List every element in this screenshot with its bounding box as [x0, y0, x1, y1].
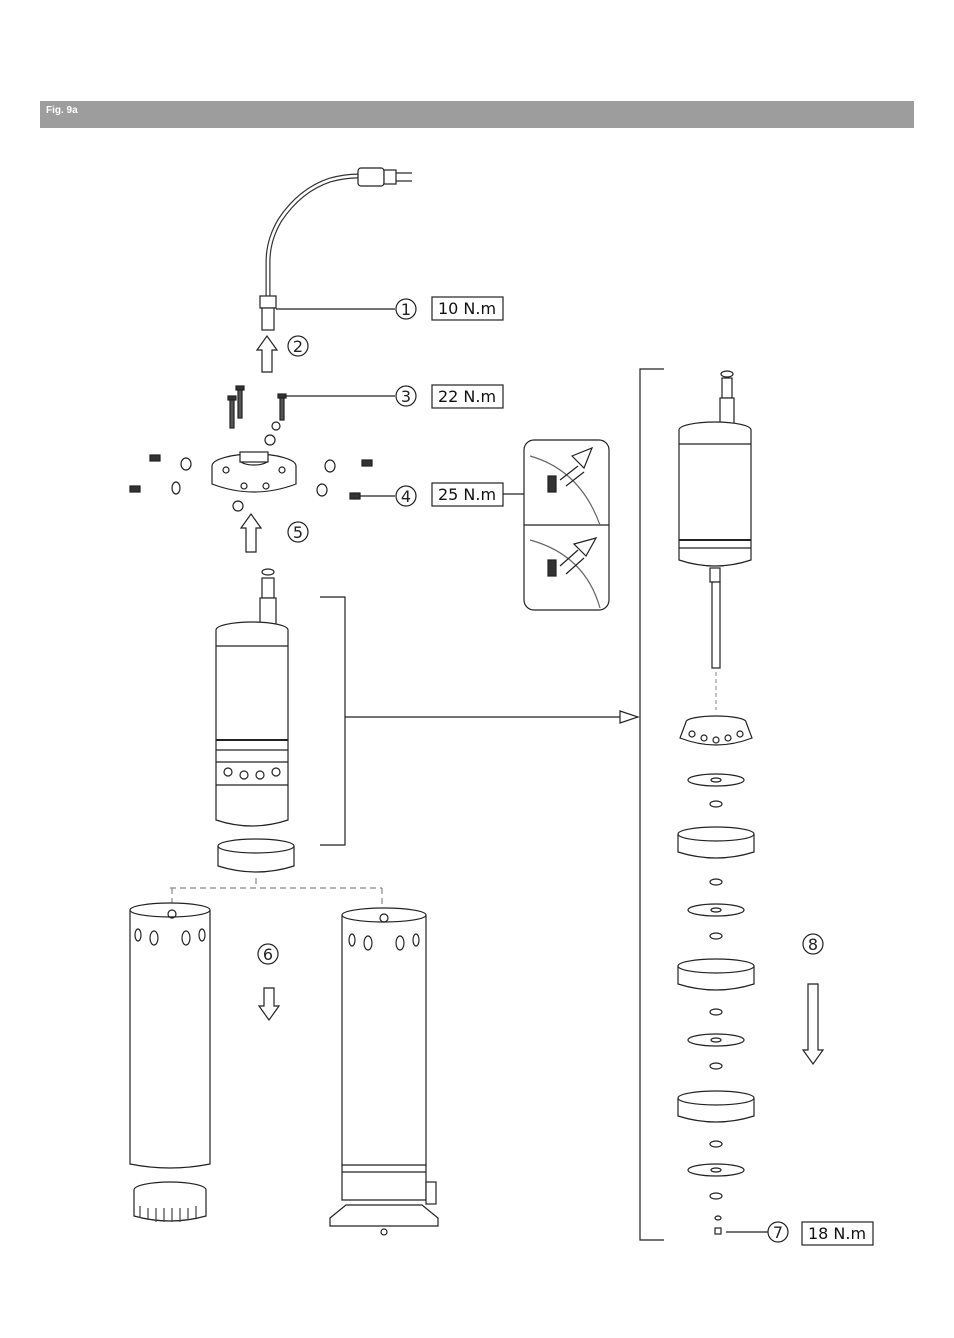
torque-value-4: 25 N.m	[438, 485, 496, 504]
strainer-basket	[134, 1182, 206, 1222]
impeller-stack	[678, 716, 754, 1234]
up-arrow-5-icon	[241, 514, 261, 552]
motor-head-plate	[130, 452, 372, 511]
callout-7-number: 7	[773, 1223, 783, 1242]
pump-unit	[216, 569, 288, 826]
pump-housing-tube	[330, 908, 438, 1235]
detail-inset-panel	[524, 440, 609, 610]
callout-1-number: 1	[401, 300, 411, 319]
callout-5-number: 5	[293, 523, 303, 542]
right-bracket	[640, 369, 664, 1240]
screws-3	[228, 386, 286, 445]
split-guide-lines	[170, 878, 382, 906]
torque-value-1: 10 N.m	[438, 299, 496, 318]
callout-8-number: 8	[808, 935, 818, 954]
up-arrow-2-icon	[257, 336, 277, 372]
callout-3-number: 3	[401, 387, 411, 406]
torque-value-7: 18 N.m	[808, 1224, 866, 1243]
down-arrow-8-icon	[803, 984, 823, 1064]
motor-assembly	[679, 371, 751, 668]
down-arrow-6-icon	[259, 988, 279, 1020]
callout-6-number: 6	[263, 945, 273, 964]
explode-bracket	[320, 597, 638, 845]
torque-value-3: 22 N.m	[438, 387, 496, 406]
sleeve-ring	[218, 839, 294, 872]
callout-4-number: 4	[401, 487, 411, 506]
outer-sleeve-tube	[130, 903, 210, 1168]
cable-plug-assembly	[260, 168, 412, 330]
callout-2-number: 2	[293, 337, 303, 356]
